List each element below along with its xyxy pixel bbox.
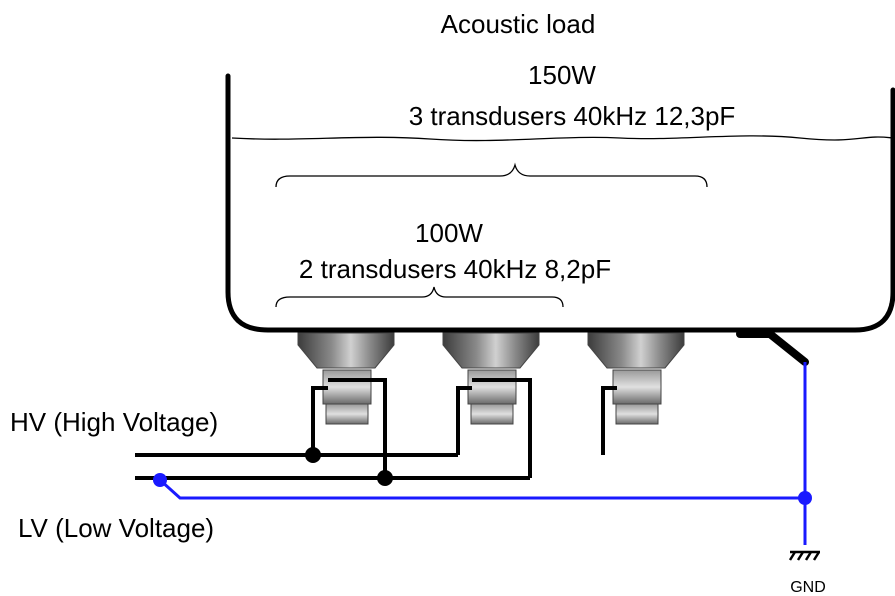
transducer-icon: [587, 332, 685, 425]
junction-dot-icon: [153, 473, 167, 487]
tank-ground-tab: [736, 330, 809, 366]
lv-label: LV (Low Voltage): [18, 513, 214, 543]
junction-dot-icon: [305, 447, 321, 463]
acoustic-load-title: Acoustic load: [441, 9, 596, 39]
ground-symbol-icon: [788, 550, 821, 561]
hv-label: HV (High Voltage): [10, 407, 218, 437]
power-150w-label: 150W: [528, 60, 596, 90]
desc-150w-label: 3 transdusers 40kHz 12,3pF: [409, 101, 736, 131]
brace-150w: [275, 162, 708, 188]
junction-dot-icon: [377, 470, 393, 486]
power-100w-label: 100W: [415, 218, 483, 248]
tank-outline: [225, 73, 895, 333]
junction-dot-icon: [798, 491, 812, 505]
desc-100w-label: 2 transdusers 40kHz 8,2pF: [299, 254, 611, 284]
ground-wire: [158, 362, 807, 545]
transducer-terminal-wires: [311, 378, 617, 478]
gnd-label: GND: [790, 579, 826, 596]
brace-100w: [275, 286, 564, 308]
transducer-icon: [442, 332, 540, 425]
liquid-surface-line: [231, 135, 894, 142]
transducer-icon: [297, 332, 395, 425]
